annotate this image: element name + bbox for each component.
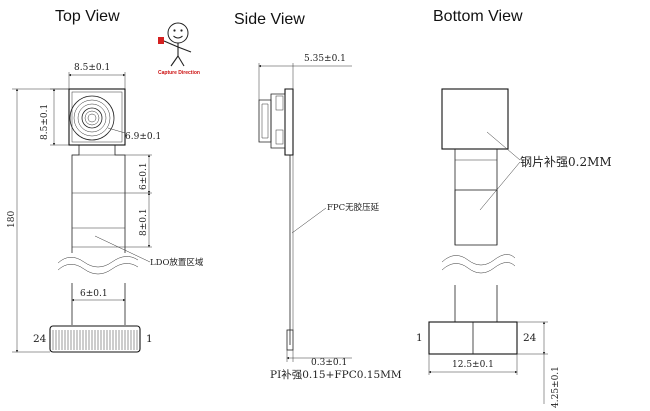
steel-stiffener-note: 钢片补强0.2MM [520,155,612,169]
side-view-title: Side View [234,11,305,28]
top-pin-1-label: 1 [146,333,153,345]
fpc-adhesiveless-note: FPC无胶压延 [327,202,380,213]
bottom-view: 钢片补强0.2MM 1 24 12.5±0.1 4.25±0.1 [416,88,612,408]
fpc-thickness-dim: 0.3±0.1 [311,358,347,368]
lens-icon [69,95,115,141]
top-view-title: Top View [55,8,120,25]
top-width-dim: 8.5±0.1 [74,63,110,73]
total-length-dim: 180 [7,211,17,228]
top-module-outline [68,88,126,146]
top-pin-24-label: 24 [33,333,47,345]
bottom-view-title: Bottom View [433,8,523,25]
fpc-width-dim: 6±0.1 [80,289,108,299]
bottom-pin-1-label: 1 [416,332,423,344]
pi-stiffener-note: PI补强0.15+FPC0.15MM [270,368,402,381]
side-module-outline [284,88,294,156]
bottom-stiffener-plate [441,88,509,150]
fpc-segment1-dim: 6±0.1 [139,162,149,190]
top-height-dim: 8.5±0.1 [40,104,50,140]
connector-width-dim: 12.5±0.1 [452,360,494,370]
ldo-area-note: LDO放置区域 [150,257,204,268]
capture-direction-label: Capture Direction [158,70,200,76]
bottom-stiffener-mid [454,189,498,246]
lens-diameter-dim: 6.9±0.1 [125,132,161,142]
top-view: 8.5±0.1 8.5±0.1 6.9±0.1 6±0.1 8±0.1 LDO放… [7,63,204,353]
top-connector-outline [49,325,141,353]
side-view: 5.35±0.1 FPC无胶压延 0.3±0.1 PI补强0.15+FPC0.1… [258,54,402,381]
bottom-pin-24-label: 24 [523,332,537,344]
connector-height-dim: 4.25±0.1 [551,366,561,408]
capture-direction-figure-icon [158,22,192,67]
side-thickness-dim: 5.35±0.1 [304,54,346,64]
fpc-segment2-dim: 8±0.1 [139,208,149,236]
